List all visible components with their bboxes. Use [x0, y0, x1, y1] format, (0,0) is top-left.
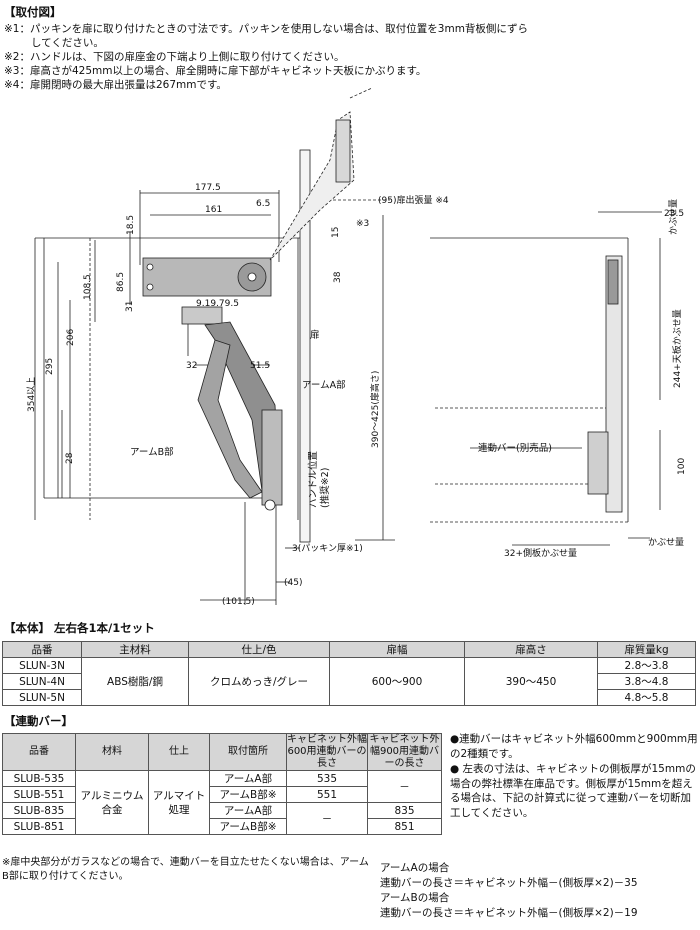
dim-101-5: (101.5) [222, 597, 255, 607]
th-len-900: キャビネット外幅900用連動バーの長さ [367, 733, 442, 771]
th-finish: 仕上 [148, 733, 210, 771]
th-door-height: 扉高さ [464, 641, 598, 658]
dim-32: 32 [186, 361, 197, 371]
cell-code: SLUN-5N [2, 689, 82, 706]
body-table: 品番 主材料 仕上/色 扉幅 扉高さ 扉質量kg SLUN-3N ABS樹脂/鋼… [2, 641, 696, 706]
cell-len-600: 535 [286, 770, 368, 787]
formula-b: 連動バーの長さ＝キャビネット外幅－(側板厚×2)－19 [380, 907, 638, 919]
cell-code: SLUB-851 [2, 818, 76, 835]
table-row: SLUN-3N ABS樹脂/鋼 クロムめっき/グレー 600～900 390～4… [2, 657, 696, 706]
label-kabuse-right: かぶせ量 [648, 537, 684, 548]
cell-code: SLUB-551 [2, 786, 76, 803]
dim-3: 3(パッキン厚※1) [292, 543, 363, 554]
label-handle: ハンドル位置 [307, 451, 319, 508]
dim-51-5: 51.5 [250, 361, 270, 371]
th-door-width: 扉幅 [329, 641, 465, 658]
dim-15: 15 [331, 227, 341, 238]
cell-door-height: 390～450 [464, 657, 598, 706]
notes-bullets: ●連動バーはキャビネット外幅600mmと900mm用の2種類です。 ● 左表の寸… [450, 732, 698, 821]
th-code: 品番 [2, 733, 76, 771]
formula-a-title: アームAの場合 [380, 862, 450, 874]
cell-code: SLUB-535 [2, 770, 76, 787]
table-row: SLUB-535 アルミニウム合金 アルマイト処理 アームA部 535 － [2, 770, 442, 835]
note-2: ※2：ハンドルは、下図の扉座金の下端より上側に取り付けてください。 [4, 51, 345, 63]
note-1: ※1：パッキンを扉に取り付けたときの寸法です。パッキンを使用しない場合は、取付位… [4, 23, 529, 35]
link-table-title: 【連動バー】 [4, 714, 73, 728]
label-kabuse-top: かぶせ量 [668, 199, 679, 235]
dim-177-5: 177.5 [195, 183, 221, 193]
table-row: SLUB-835 アームA部 － 835 [2, 802, 442, 835]
label-door: 扉 [310, 329, 320, 341]
label-handle-rec: (推奨※2) [319, 468, 331, 508]
cell-place: アームB部※ [209, 818, 287, 835]
cell-material: アルミニウム合金 [75, 770, 149, 835]
th-len-600: キャビネット外幅600用連動バーの長さ [286, 733, 368, 771]
dim-23-5: 23.5 [664, 209, 684, 219]
dim-6-5: 6.5 [256, 199, 270, 209]
dim-32-side: 32+側板かぶせ量 [504, 547, 577, 559]
dim-108-5: 108.5 [83, 274, 93, 300]
table-row: SLUB-851 アームB部※ 851 [2, 818, 442, 835]
note-3: ※3：扉高さが425mm以上の場合、扉全開時に扉下部がキャビネット天板にかぶりま… [4, 65, 427, 77]
dim-28: 28 [65, 452, 75, 464]
dim-9-19-79-5: 9.19.79.5 [196, 299, 239, 309]
note-1-cont: してください。 [31, 37, 104, 49]
notes: ※1：パッキンを扉に取り付けたときの寸法です。パッキンを使用しない場合は、取付位… [4, 22, 694, 92]
dim-206: 206 [66, 329, 76, 346]
cell-len-900-dash: － [367, 770, 442, 803]
dim-354: 354以上 [26, 377, 37, 412]
formulas: アームAの場合 連動バーの長さ＝キャビネット外幅－(側板厚×2)－35 アームB… [380, 861, 638, 921]
cell-len-600: 551 [286, 786, 368, 803]
th-finish: 仕上/色 [188, 641, 330, 658]
cell-len-900: 835 [367, 802, 442, 819]
label-link-bar: 連動バー(別売品) [478, 442, 552, 454]
cell-weight: 3.8～4.8 [597, 673, 696, 690]
cell-place: アームA部 [209, 770, 287, 787]
link-table: 品番 材料 仕上 取付箇所 キャビネット外幅600用連動バーの長さ キャビネット… [2, 733, 442, 835]
bullet-2: ● 左表の寸法は、キャビネットの側板厚が15mmの場合の弊社標準在庫品です。側板… [450, 763, 696, 819]
cell-finish: アルマイト処理 [148, 770, 210, 835]
body-table-title: 【本体】 左右各1本/1セット [4, 621, 155, 635]
dim-95: (95)扉出張量 ※4 [378, 194, 449, 206]
cell-code: SLUB-835 [2, 802, 76, 819]
dim-100: 100 [677, 458, 687, 475]
mounting-drawing: 177.5 161 6.5 (95)扉出張量 ※4 ※3 18.5 86.5 1… [26, 87, 687, 607]
cell-len-900: 851 [367, 818, 442, 835]
cell-place: アームB部※ [209, 786, 287, 803]
th-material: 主材料 [81, 641, 189, 658]
dim-86-5: 86.5 [116, 272, 126, 292]
table-row: SLUN-5N 4.8～5.8 [2, 689, 696, 706]
cell-weight: 2.8～3.8 [597, 657, 696, 674]
note-3-mark: ※3 [356, 219, 369, 229]
bullet-1: ●連動バーはキャビネット外幅600mmと900mm用の2種類です。 [450, 733, 698, 760]
dim-31: 31 [125, 301, 135, 312]
cell-material: ABS樹脂/鋼 [81, 657, 189, 706]
th-code: 品番 [2, 641, 82, 658]
formula-a: 連動バーの長さ＝キャビネット外幅－(側板厚×2)－35 [380, 877, 638, 889]
th-material: 材料 [75, 733, 149, 771]
dim-295: 295 [45, 358, 55, 375]
cell-code: SLUN-4N [2, 673, 82, 690]
cell-weight: 4.8～5.8 [597, 689, 696, 706]
label-arm-a: アームA部 [302, 379, 346, 391]
cell-place: アームA部 [209, 802, 287, 819]
dim-161: 161 [205, 205, 222, 215]
cell-len-600-dash: － [286, 802, 368, 835]
label-arm-b: アームB部 [130, 446, 174, 458]
dim-38: 38 [333, 271, 343, 283]
dim-390-425: 390～425(扉高さ) [369, 371, 381, 448]
th-place: 取付箇所 [209, 733, 287, 771]
cell-finish: クロムめっき/グレー [188, 657, 330, 706]
th-door-weight: 扉質量kg [597, 641, 696, 658]
cell-code: SLUN-3N [2, 657, 82, 674]
mount-title: 【取付図】 [4, 5, 62, 19]
link-table-footnote: ※扉中央部分がガラスなどの場合で、連動バーを目立たせたくない場合は、アームB部に… [2, 857, 369, 882]
note-4: ※4：扉開閉時の最大扉出張量は267mmです。 [4, 79, 227, 91]
formula-b-title: アームBの場合 [380, 892, 450, 904]
dim-18-5: 18.5 [126, 215, 136, 235]
dim-45: (45) [284, 578, 302, 588]
dim-244: 244+天板かぶせ量 [671, 309, 683, 388]
cell-door-width: 600～900 [329, 657, 465, 706]
